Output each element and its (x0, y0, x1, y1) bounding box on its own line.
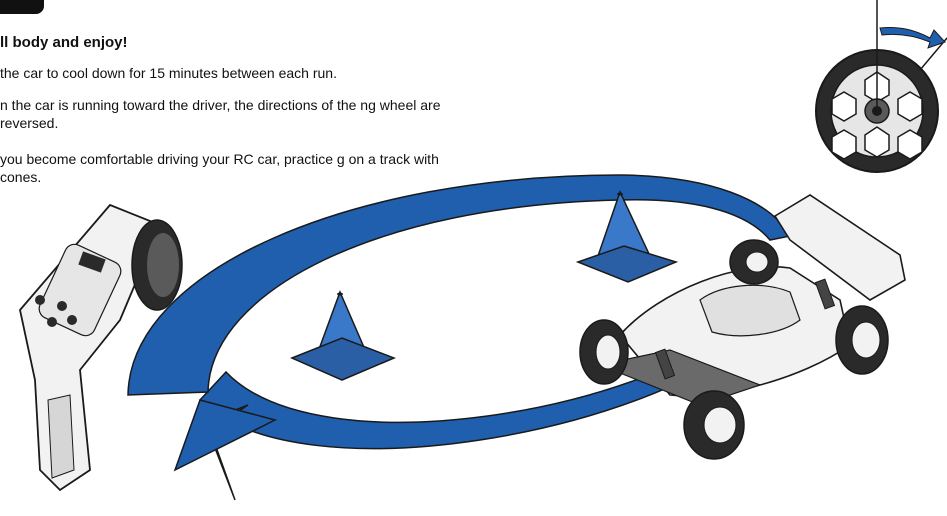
traffic-cone-icon (292, 292, 394, 380)
steering-wheel-detail-icon (816, 0, 947, 172)
traffic-cone-icon (578, 192, 676, 282)
